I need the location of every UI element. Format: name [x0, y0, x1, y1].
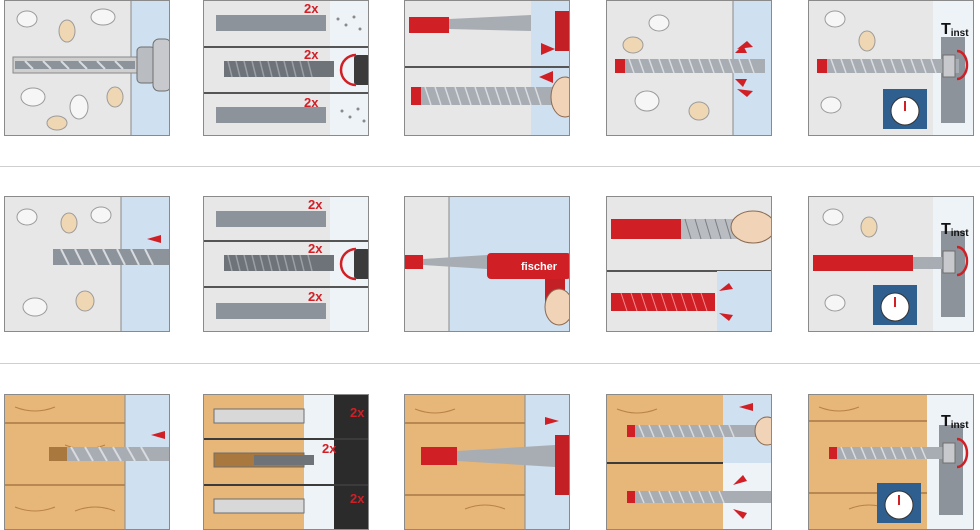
repeat-count-label: 2x	[304, 1, 319, 16]
repeat-count-label: 2x	[304, 47, 319, 62]
step-r1-clean-hole: 2x 2x 2x	[203, 0, 369, 136]
torque-illustration	[809, 395, 973, 529]
torque-illustration	[809, 1, 973, 135]
sleeve-illustration	[607, 197, 771, 331]
torque-label: Tinst	[941, 221, 969, 239]
step-r1-drill-hole	[4, 0, 170, 136]
repeat-count-label: 2x	[350, 405, 365, 420]
clean-illustration	[204, 395, 368, 529]
step-r2-inject-mortar: fischer	[404, 196, 570, 332]
brand-logo: fischer	[521, 261, 558, 273]
step-r2-drill-hole	[4, 196, 170, 332]
step-r2-clean-hole: 2x 2x 2x	[203, 196, 369, 332]
step-r1-insert-capsule	[404, 0, 570, 136]
torque-label: Tinst	[941, 413, 969, 431]
torque-symbol: T	[941, 413, 951, 430]
step-r3-drill-hole	[4, 394, 170, 530]
step-r2-insert-sleeve	[606, 196, 772, 332]
injection-illustration	[405, 197, 569, 331]
capsule-illustration	[405, 1, 569, 135]
rod-set-illustration	[607, 1, 771, 135]
torque-subscript: inst	[950, 420, 969, 431]
step-r1-anchor-rod-set	[606, 0, 772, 136]
torque-symbol: T	[941, 221, 951, 238]
torque-symbol: T	[941, 21, 951, 38]
step-r3-inject-mortar	[404, 394, 570, 530]
torque-subscript: inst	[950, 228, 969, 239]
repeat-count-label: 2x	[350, 491, 365, 506]
repeat-count-label: 2x	[304, 95, 319, 110]
repeat-count-label: 2x	[322, 441, 337, 456]
clean-illustration	[204, 1, 368, 135]
row-separator-2	[0, 363, 980, 364]
drill-illustration	[5, 395, 169, 529]
step-r2-apply-torque: Tinst	[808, 196, 974, 332]
step-r3-apply-torque: Tinst	[808, 394, 974, 530]
repeat-count-label: 2x	[308, 197, 323, 212]
clean-illustration	[204, 197, 368, 331]
row-separator-1	[0, 166, 980, 167]
torque-illustration	[809, 197, 973, 331]
step-r1-apply-torque: Tinst	[808, 0, 974, 136]
torque-label: Tinst	[941, 21, 969, 39]
repeat-count-label: 2x	[308, 241, 323, 256]
rod-insert-illustration	[607, 395, 771, 529]
repeat-count-label: 2x	[308, 289, 323, 304]
torque-subscript: inst	[950, 28, 969, 39]
step-r3-insert-rod	[606, 394, 772, 530]
drill-illustration	[5, 1, 169, 135]
injection-illustration	[405, 395, 569, 529]
drill-illustration	[5, 197, 169, 331]
step-r3-clean-hole: 2x 2x 2x	[203, 394, 369, 530]
